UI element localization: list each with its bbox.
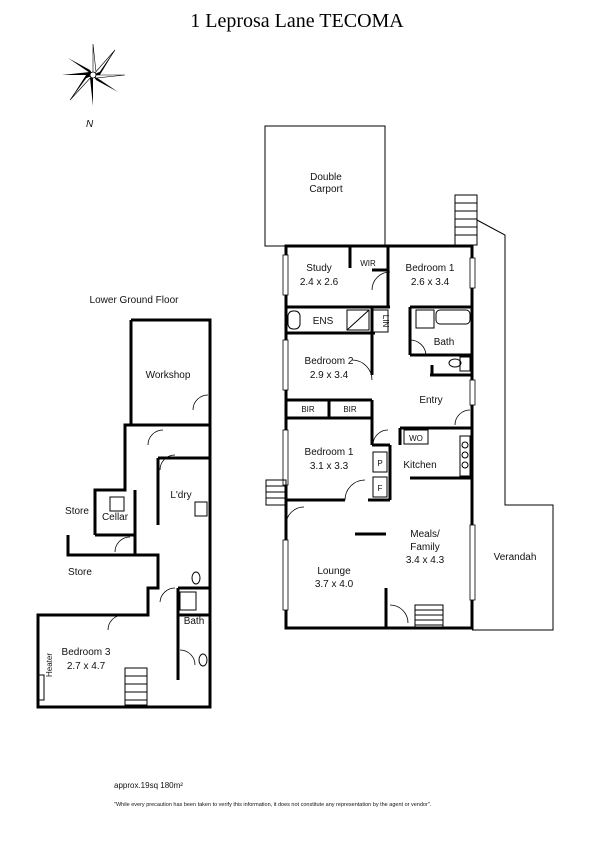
verandah-label: Verandah (494, 552, 537, 563)
lower-floor-heading: Lower Ground Floor (90, 295, 180, 306)
carport-label-line2: Carport (309, 184, 343, 195)
wir-label: WIR (360, 259, 376, 268)
compass-rose-icon (62, 43, 126, 106)
cellar-label: Cellar (102, 512, 129, 523)
bir2-label: BIR (343, 405, 357, 414)
compass-north-label: N (86, 119, 94, 130)
bedroom2-label: Bedroom 2 (305, 356, 354, 367)
lower-fixtures (37, 496, 208, 706)
bedroom3-size: 2.7 x 4.7 (67, 661, 106, 672)
store-lower-label: Store (68, 567, 92, 578)
linen-label: LIN (381, 315, 390, 328)
heater-label: Heater (45, 653, 54, 677)
ensuite-label: ENS (313, 316, 334, 327)
upper-windows (282, 254, 476, 611)
page-title: 1 Leprosa Lane TECOMA (190, 10, 404, 32)
meals-size: 3.4 x 4.3 (406, 555, 445, 566)
bedroom1-label: Bedroom 1 (305, 447, 354, 458)
lower-floor-outline (36, 318, 212, 709)
upper-doors (285, 271, 471, 624)
bath-lower-label: Bath (184, 616, 205, 627)
upper-fixtures (287, 309, 471, 498)
bedroom1-size: 3.1 x 3.3 (310, 461, 349, 472)
disclaimer-text: "While every precaution has been taken t… (114, 802, 432, 808)
upper-floor-outline (284, 244, 474, 630)
lounge-stairs (265, 479, 444, 629)
bedroom3-label: Bedroom 3 (62, 647, 111, 658)
carport-label-line1: Double (310, 172, 342, 183)
entry-label: Entry (419, 395, 442, 406)
lounge-label: Lounge (317, 566, 351, 577)
meals-label-line1: Meals/ (410, 529, 440, 540)
pantry-label: P (377, 459, 382, 468)
bedroom1-top-label: Bedroom 1 (406, 263, 455, 274)
laundry-label: L'dry (170, 490, 191, 501)
wo-label: WO (409, 434, 423, 443)
bedroom2-size: 2.9 x 3.4 (310, 370, 349, 381)
lounge-size: 3.7 x 4.0 (315, 579, 354, 590)
workshop-label: Workshop (146, 370, 191, 381)
study-size: 2.4 x 2.6 (300, 277, 339, 288)
store-upper-label: Store (65, 506, 89, 517)
meals-label-line2: Family (410, 542, 439, 553)
area-text: approx.19sq 180m² (114, 781, 183, 790)
lower-interior-walls (95, 423, 210, 680)
upper-interior-walls (286, 246, 472, 536)
lower-doors (107, 394, 209, 666)
bir1-label: BIR (301, 405, 315, 414)
kitchen-label: Kitchen (403, 460, 436, 471)
fridge-label: F (378, 484, 383, 493)
bath-upper-label: Bath (434, 337, 455, 348)
bedroom1-top-size: 2.6 x 3.4 (411, 277, 450, 288)
study-label: Study (306, 263, 332, 274)
front-steps (454, 194, 478, 246)
verandah-outline (472, 219, 554, 631)
